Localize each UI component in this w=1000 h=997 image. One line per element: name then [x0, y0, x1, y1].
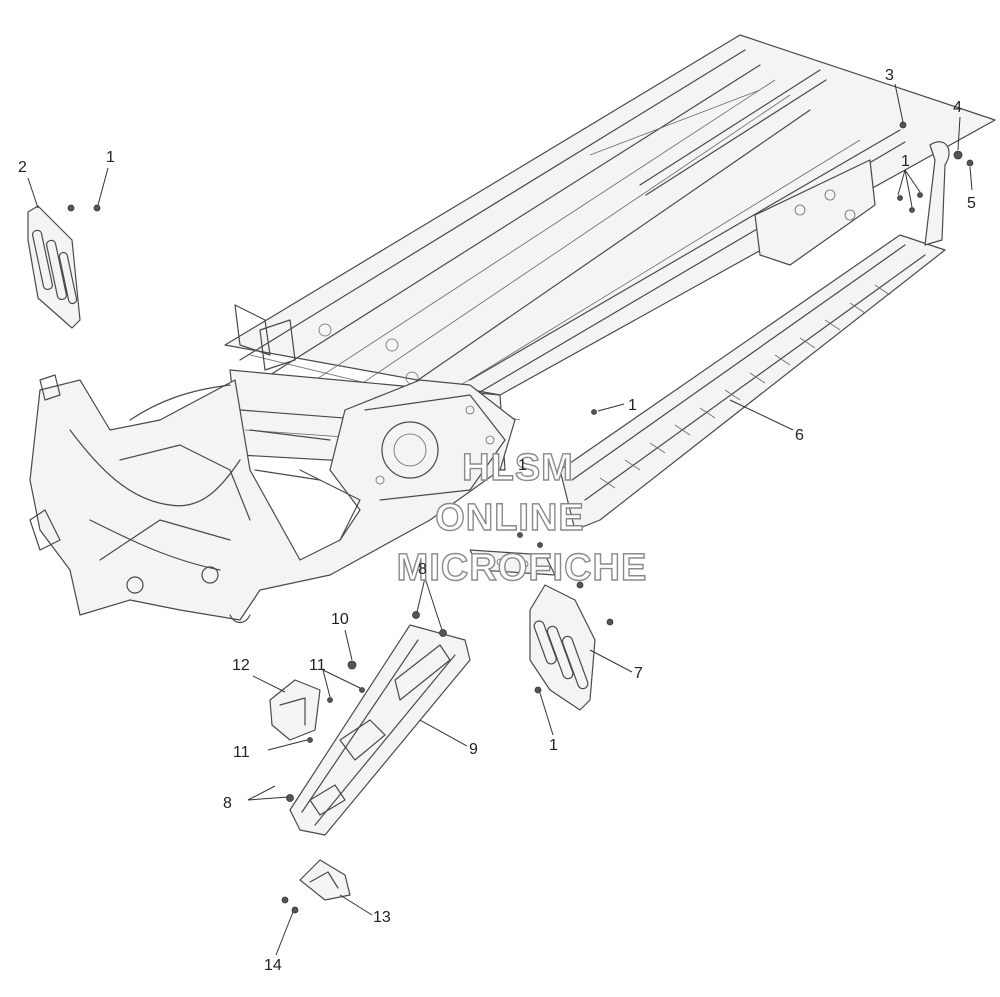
callouts: 1 2 3 4 1 5 1 6 1 8 10 12 11 7 11 9 1 8 … — [18, 67, 976, 974]
callout-13: 13 — [373, 909, 391, 926]
callout-12: 12 — [232, 657, 250, 674]
hardware — [67, 121, 974, 914]
callout-1: 1 — [106, 149, 115, 166]
callout-14: 14 — [264, 957, 282, 974]
callout-1: 1 — [901, 153, 910, 170]
watermark-line-3: MICROFICHE — [397, 547, 648, 589]
callout-5: 5 — [967, 195, 976, 212]
watermark-line-2: ONLINE — [435, 497, 585, 539]
callout-4: 4 — [953, 99, 962, 116]
leader-lines — [27, 83, 973, 956]
callout-1: 1 — [549, 737, 558, 754]
watermark: HLSM ONLINE MICROFICHE — [396, 446, 648, 589]
side-panel-left — [27, 205, 81, 329]
callout-3: 3 — [885, 67, 894, 84]
running-board — [559, 141, 950, 531]
callout-11: 11 — [233, 744, 250, 761]
rear-gusset — [754, 159, 876, 266]
front-chassis — [29, 304, 516, 624]
watermark-line-1: HLSM — [462, 447, 574, 489]
callout-1: 1 — [628, 397, 637, 414]
callout-7: 7 — [634, 665, 643, 682]
callout-1: 1 — [518, 457, 527, 474]
side-panel-right — [529, 584, 596, 711]
callout-8: 8 — [223, 795, 232, 812]
callout-10: 10 — [331, 611, 349, 628]
callout-11: 11 — [309, 657, 326, 674]
bracket-12 — [269, 679, 321, 741]
callout-9: 9 — [469, 741, 478, 758]
callout-6: 6 — [795, 427, 804, 444]
bracket-13 — [299, 859, 351, 901]
callout-2: 2 — [18, 159, 27, 176]
callout-8: 8 — [418, 561, 427, 578]
mount-strip — [469, 549, 556, 576]
skid-plate — [289, 624, 471, 836]
